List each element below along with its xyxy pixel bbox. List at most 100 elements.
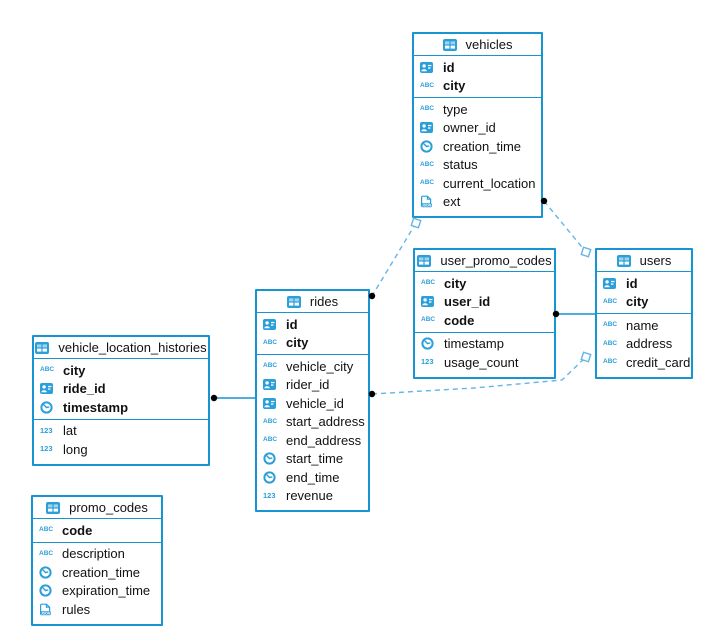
column-row-end_time[interactable]: end_time [257,468,368,487]
column-row-user_id[interactable]: user_id [415,293,554,312]
time-type-icon [420,140,438,153]
id-type-icon [263,379,281,391]
id-type-icon [420,122,438,134]
text-type-icon: ABC [420,105,435,113]
column-name: status [443,157,478,173]
text-type-icon: ABC [420,179,435,187]
time-type-icon [421,337,439,350]
connection-endpoint-dot [210,394,218,402]
column-name: address [626,336,673,352]
column-name: creation_time [62,564,141,580]
text-type-icon: ABC [263,362,278,370]
column-name: city [286,335,309,351]
column-row-rider_id[interactable]: rider_id [257,376,368,395]
table-header[interactable]: vehicles [414,34,541,56]
text-type-icon: ABC [421,316,436,324]
time-type-icon [39,584,57,597]
id-type-icon [263,318,281,330]
column-name: name [626,317,659,333]
column-name: expiration_time [62,583,151,599]
column-name: code [444,312,475,328]
number-type-icon: 123 [421,357,434,367]
column-row-vehicle_id[interactable]: vehicle_id [257,394,368,413]
column-row-timestamp[interactable]: timestamp [415,335,554,354]
table-name: users [639,252,672,268]
text-type-icon: ABC [263,338,278,346]
connection-vehicles-rides[interactable] [371,222,417,297]
column-row-creation_time[interactable]: creation_time [33,563,161,582]
table-icon [616,254,635,267]
column-row-id[interactable]: id [597,274,691,293]
id-type-icon [421,296,439,308]
connection-endpoint-square [580,351,592,363]
column-row-id[interactable]: id [414,58,541,77]
text-type-icon: ABC [420,81,435,89]
column-row-owner_id[interactable]: owner_id [414,119,541,138]
column-name: credit_card [626,354,691,370]
column-row-expiration_time[interactable]: expiration_time [33,582,161,601]
column-name: lat [63,423,77,439]
table-header[interactable]: user_promo_codes [415,250,554,272]
column-name: user_id [444,294,491,310]
column-row-start_time[interactable]: start_time [257,450,368,469]
column-row-code[interactable]: ABC code [415,311,554,330]
table-name: vehicle_location_histories [58,339,207,355]
table-name: vehicles [465,36,513,52]
text-type-icon: ABC [421,279,436,287]
table-icon [35,341,53,354]
table-header[interactable]: vehicle_location_histories [34,337,208,359]
table-icon [46,501,64,514]
column-name: rules [62,601,91,617]
table-header[interactable]: rides [257,291,368,313]
column-row-timestamp[interactable]: timestamp [34,398,208,417]
column-row-current_location[interactable]: ABC current_location [414,174,541,193]
connection-vehicles-users[interactable] [543,200,587,253]
column-name: vehicle_id [286,395,344,411]
column-row-creation_time[interactable]: creation_time [414,137,541,156]
column-name: code [62,522,93,538]
table-name: user_promo_codes [440,252,552,268]
id-type-icon [603,277,621,289]
column-row-id[interactable]: id [257,315,368,334]
table-header[interactable]: users [597,250,691,272]
column-row-ride_id[interactable]: ride_id [34,380,208,399]
column-name: id [443,59,455,75]
column-name: current_location [443,175,536,191]
table-header[interactable]: promo_codes [33,497,161,519]
column-row-city[interactable]: ABC city [257,334,368,353]
column-name: timestamp [63,399,129,415]
